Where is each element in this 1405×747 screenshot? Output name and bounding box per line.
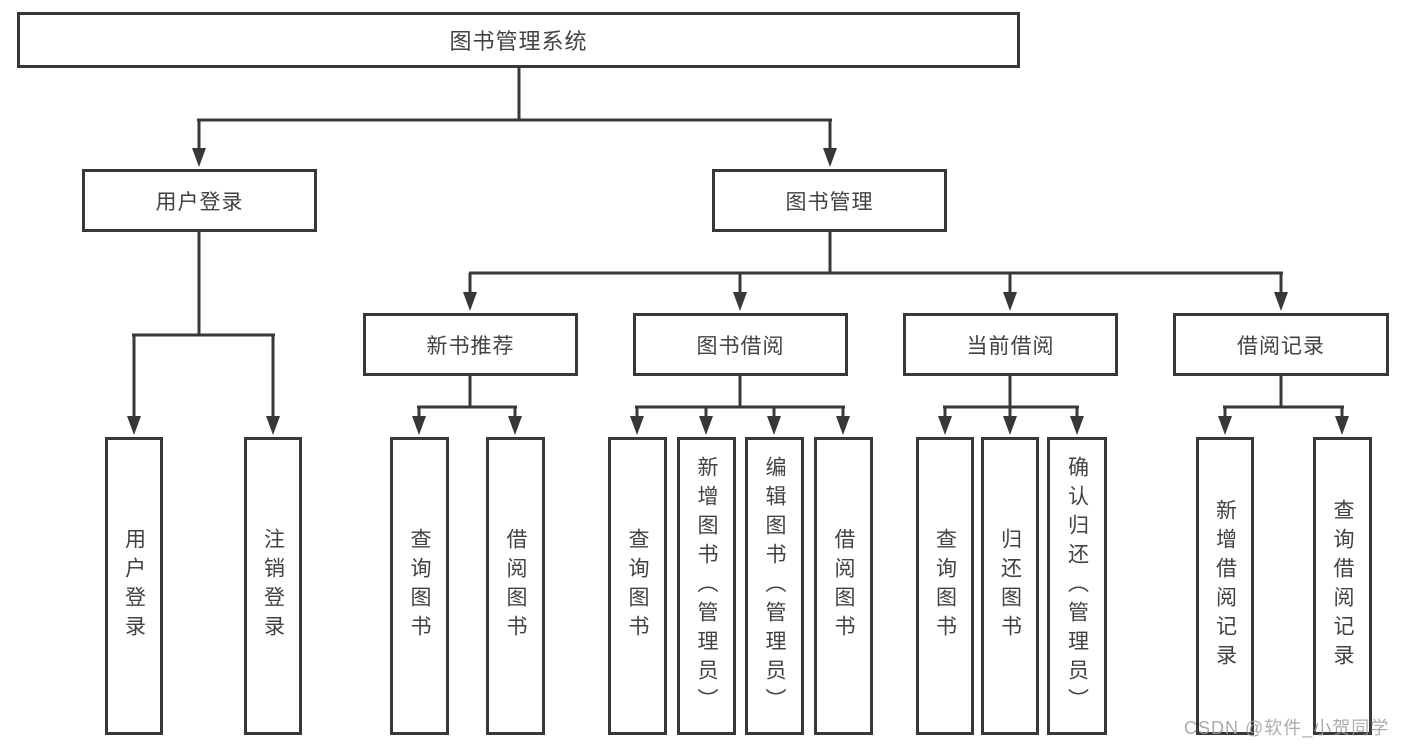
node-book-borrow: 图书借阅: [633, 313, 848, 376]
leaf-logout: 注销登录: [244, 437, 302, 735]
leaf-query-books-current: 查询图书: [916, 437, 974, 735]
node-label: 图书管理系统: [449, 29, 588, 54]
node-label: 当前借阅: [966, 334, 1055, 358]
node-label: 新书推荐: [426, 334, 515, 358]
node-label: 编辑图书（管理员）: [763, 455, 786, 717]
node-label: 注销登录: [261, 528, 285, 644]
node-label: 新增图书（管理员）: [695, 455, 718, 717]
node-label: 借阅记录: [1237, 334, 1325, 358]
node-label: 图书管理: [785, 190, 874, 214]
leaf-add-books-admin: 新增图书（管理员）: [677, 437, 736, 735]
node-borrow-record: 借阅记录: [1173, 313, 1389, 376]
node-new-book-recommend: 新书推荐: [363, 313, 578, 376]
node-label: 查询图书: [408, 528, 431, 644]
leaf-borrow-books: 借阅图书: [814, 437, 873, 735]
leaf-query-books-recommend: 查询图书: [390, 437, 449, 735]
node-current-borrow: 当前借阅: [903, 313, 1118, 376]
leaf-user-login: 用户登录: [105, 437, 163, 735]
node-label: 借阅图书: [832, 528, 855, 644]
node-label: 图书借阅: [696, 334, 785, 358]
leaf-query-books: 查询图书: [608, 437, 667, 735]
leaf-confirm-return-admin: 确认归还（管理员）: [1047, 437, 1107, 735]
node-label: 归还图书: [998, 528, 1022, 644]
node-label: 查询图书: [933, 528, 957, 644]
leaf-add-borrow-record: 新增借阅记录: [1196, 437, 1254, 735]
node-library-management-system: 图书管理系统: [17, 12, 1020, 68]
node-label: 用户登录: [122, 528, 146, 644]
node-user-login: 用户登录: [82, 169, 317, 232]
node-label: 借阅图书: [504, 528, 527, 644]
node-label: 新增借阅记录: [1213, 499, 1237, 673]
node-label: 查询图书: [626, 528, 649, 644]
csdn-watermark: CSDN @软件_小贺同学: [1184, 718, 1390, 738]
leaf-borrow-books-recommend: 借阅图书: [486, 437, 545, 735]
node-label: 查询借阅记录: [1331, 499, 1354, 673]
node-label: 用户登录: [155, 190, 244, 214]
node-label: 确认归还（管理员）: [1065, 455, 1089, 717]
leaf-query-borrow-record: 查询借阅记录: [1313, 437, 1372, 735]
leaf-return-books: 归还图书: [981, 437, 1039, 735]
node-book-management: 图书管理: [712, 169, 947, 232]
leaf-edit-books-admin: 编辑图书（管理员）: [745, 437, 804, 735]
